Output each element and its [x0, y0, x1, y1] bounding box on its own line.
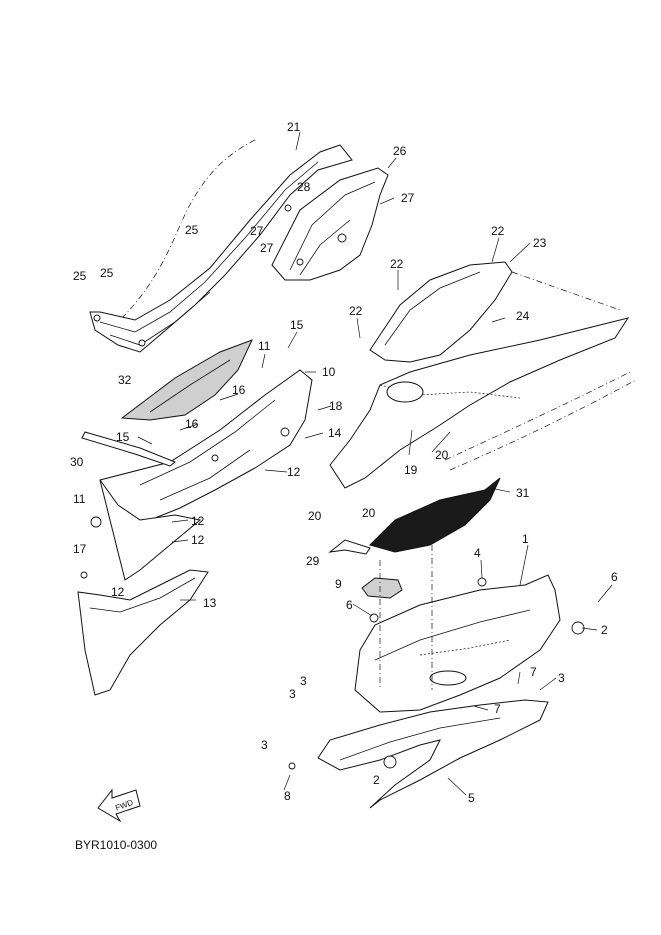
- label-9: 9: [335, 577, 342, 591]
- label-17: 17: [73, 542, 87, 556]
- label-25a: 25: [185, 223, 199, 237]
- strip-part-29: [328, 539, 371, 555]
- label-12c: 12: [191, 533, 205, 547]
- label-31: 31: [516, 486, 530, 500]
- upper-cover-part-24: [89, 139, 353, 353]
- tail-cover-part-21: [369, 261, 621, 363]
- label-11b: 11: [73, 492, 86, 506]
- label-16b: 16: [185, 417, 199, 431]
- strip-part-30: [81, 431, 176, 467]
- diagram-code: BYR1010-0300: [75, 838, 157, 852]
- label-30: 30: [70, 455, 84, 469]
- forward-arrow-icon: FWD: [97, 788, 141, 823]
- label-20b: 20: [308, 509, 322, 523]
- label-19: 19: [404, 463, 418, 477]
- label-7a: 7: [530, 665, 537, 679]
- label-25b: 25: [73, 269, 87, 283]
- label-3b: 3: [558, 671, 565, 685]
- label-27c: 27: [260, 241, 274, 255]
- label-22c: 22: [349, 304, 363, 318]
- label-2b: 2: [373, 773, 380, 787]
- label-23: 24: [516, 309, 530, 323]
- cover-part-9: [361, 577, 403, 599]
- label-11a: 11: [258, 339, 271, 353]
- label-7b: 7: [494, 702, 501, 716]
- label-18: 18: [329, 399, 343, 413]
- callout-labels: 21 26 28 27 27 27 25 25 25 22 23 22 22 2…: [70, 120, 618, 805]
- rear-bracket-part-26: [271, 167, 389, 281]
- label-25c: 25: [100, 266, 114, 280]
- label-6b: 6: [346, 598, 353, 612]
- label-3c: 3: [289, 687, 296, 701]
- label-4: 4: [474, 546, 481, 560]
- leader-lines: [137, 131, 613, 796]
- footrest-cover-part-1: [354, 574, 585, 713]
- label-3a: 3: [300, 674, 307, 688]
- label-12a: 12: [287, 465, 301, 479]
- label-29: 29: [306, 554, 320, 568]
- label-5: 5: [468, 791, 475, 805]
- label-27a: 27: [401, 191, 415, 205]
- label-22a: 22: [491, 224, 505, 238]
- label-3d: 3: [261, 738, 268, 752]
- label-20a: 20: [435, 448, 449, 462]
- label-22b: 22: [390, 257, 404, 271]
- lower-cover-part-5: [288, 699, 549, 809]
- label-6a: 6: [611, 570, 618, 584]
- label-1: 1: [522, 532, 529, 546]
- label-26: 26: [393, 144, 407, 158]
- label-2a: 2: [601, 623, 608, 637]
- label-28: 28: [297, 180, 311, 194]
- label-15a: 15: [290, 318, 304, 332]
- label-13: 14: [328, 426, 342, 440]
- label-16a: 16: [232, 383, 246, 397]
- label-10: 10: [322, 365, 336, 379]
- side-cover-part-19: [329, 317, 637, 489]
- label-20c: 20: [362, 506, 376, 520]
- label-12d: 12: [111, 585, 125, 599]
- panel-part-31: [369, 477, 501, 553]
- label-12b: 12: [191, 514, 205, 528]
- label-21: 23: [533, 236, 547, 250]
- label-14: 13: [203, 596, 217, 610]
- label-8: 8: [284, 789, 291, 803]
- panel-part-32: [120, 339, 253, 421]
- label-27b: 27: [250, 224, 264, 238]
- label-24: 21: [287, 120, 301, 134]
- label-15b: 15: [116, 430, 130, 444]
- label-32: 32: [118, 373, 132, 387]
